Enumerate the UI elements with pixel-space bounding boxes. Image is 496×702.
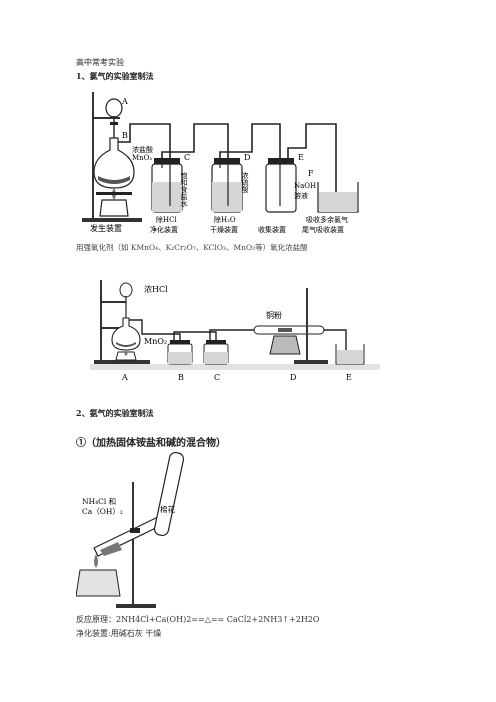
fig2-label-a: A	[121, 373, 128, 382]
wash-bottle-c	[151, 158, 183, 213]
label-collect: 收集装置	[258, 225, 286, 234]
label-solution: 溶液	[294, 191, 308, 200]
label-absorb-2: 尾气吸收装置	[302, 225, 344, 234]
label-mno2: MnO₂	[132, 154, 152, 162]
label-d: D	[244, 153, 250, 162]
fig3-label-reagent1: NH₄Cl 和	[82, 497, 116, 506]
ammonia-method-heading: ①（加热固体铵盐和碱的混合物）	[76, 438, 226, 449]
tube-3	[219, 123, 281, 162]
label-conc-hcl: 浓盐酸	[132, 145, 153, 154]
tube-1	[118, 123, 171, 158]
chlorine-apparatus-figure: A B 浓盐酸 MnO₂ C 饱和食盐水 D 浓硫酸 E F NaOH 溶液 发…	[82, 92, 359, 234]
fig2-label-d: D	[290, 373, 296, 382]
drying-bottle-d	[211, 158, 243, 213]
flask-b	[93, 137, 135, 189]
label-remove-h2o-1: 除H₂O	[214, 215, 236, 224]
fig2-label-mno2: MnO₂	[144, 337, 167, 346]
label-remove-hcl-1: 除HCl	[156, 215, 177, 224]
label-e: E	[298, 153, 304, 162]
separatory-funnel-a	[105, 98, 123, 138]
label-c: C	[184, 153, 190, 162]
label-remove-h2o-2: 干燥装置	[210, 225, 238, 234]
beaker-f	[317, 182, 359, 213]
page-title: 高中常考实验	[76, 58, 124, 67]
label-conc-h2so4: 浓硫酸	[241, 171, 249, 194]
tube-4	[287, 123, 337, 204]
label-remove-hcl-2: 净化装置	[150, 225, 178, 234]
label-gen: 发生装置	[90, 223, 122, 233]
label-a: A	[121, 97, 128, 106]
fig2-label-cu: 铜粉	[266, 310, 282, 320]
collection-bottle-e	[265, 158, 297, 213]
alcohol-lamp	[96, 188, 132, 217]
fig3-label-cotton: 棉花	[160, 504, 175, 514]
label-absorb-1: 吸收多余氯气	[306, 215, 348, 224]
tube-2	[161, 123, 229, 158]
section2-heading: 2、氨气的实验室制法	[76, 408, 154, 418]
chlorine-copper-figure: 浓HCl MnO₂ 铜粉 A B C D E	[90, 280, 380, 382]
oxidant-note: 用强氧化剂（如 KMnO₄、K₂Cr₂O₇、KClO₃、MnO₂等）氧化浓盐酸	[76, 243, 308, 252]
reaction-principle: 反应原理：2NH4Cl+Ca(OH)2==△== CaCl2+2NH3↑+2H2…	[76, 615, 320, 624]
stand-rod	[92, 92, 94, 220]
label-f: F	[308, 169, 314, 178]
fig2-label-conc-hcl: 浓HCl	[144, 285, 168, 294]
fig3-label-reagent2: Ca（OH）₂	[82, 507, 123, 516]
stand-base	[82, 218, 142, 222]
fig2-label-e: E	[346, 373, 352, 382]
label-naoh: NaOH	[294, 182, 316, 190]
section1-heading: 1、氯气的实验室制法	[76, 71, 154, 81]
label-sat-brine: 饱和食盐水	[180, 171, 188, 207]
label-b: B	[122, 131, 128, 140]
purification-note: 净化装置:用碱石灰 干燥	[76, 629, 162, 638]
fig2-label-c: C	[214, 373, 220, 382]
fig2-label-b: B	[178, 373, 184, 382]
ammonia-apparatus-figure: NH₄Cl 和 Ca（OH）₂ 棉花	[76, 451, 185, 608]
